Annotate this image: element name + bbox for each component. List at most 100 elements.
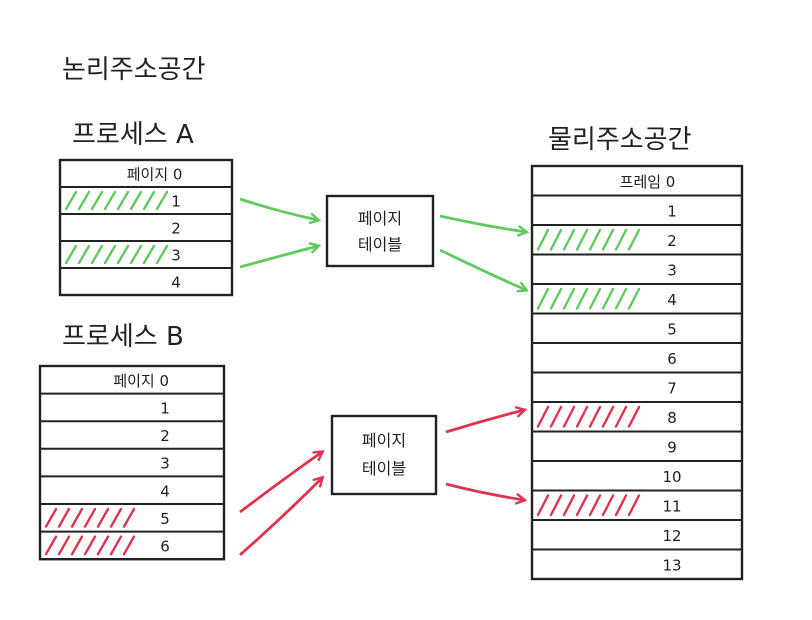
physical-row-label: 13 bbox=[662, 557, 681, 575]
process-b-hatch-stroke bbox=[96, 535, 110, 556]
page-table-a-line2: 테이블 bbox=[358, 235, 402, 254]
process-b-border bbox=[38, 364, 226, 561]
physical-row-label: 5 bbox=[667, 321, 677, 339]
physical-row-label: 2 bbox=[667, 232, 677, 250]
physical-hatch-stroke bbox=[575, 494, 589, 517]
physical-hatch-stroke bbox=[575, 287, 589, 310]
process-b-hatch-stroke bbox=[57, 507, 71, 528]
page-table-b-line2: 테이블 bbox=[362, 459, 406, 478]
physical-row-label: 8 bbox=[667, 409, 677, 427]
physical-hatch-stroke bbox=[536, 228, 550, 251]
physical-hatch-stroke bbox=[549, 228, 563, 251]
process-b-hatch-stroke bbox=[44, 507, 58, 528]
physical-hatch-stroke bbox=[614, 494, 628, 517]
physical-hatch-stroke bbox=[536, 405, 550, 428]
physical-hatch-stroke bbox=[627, 494, 641, 517]
process-a-hatch-stroke bbox=[90, 244, 104, 265]
page-table-b-line1: 페이지 bbox=[362, 431, 406, 450]
arrows-green bbox=[239, 197, 526, 290]
process-a-hatch-stroke bbox=[116, 244, 130, 265]
physical-hatch-stroke bbox=[562, 228, 576, 251]
process-a-hatch-stroke bbox=[77, 244, 91, 265]
process-a-hatch-stroke bbox=[155, 190, 169, 211]
process-b-hatch-stroke bbox=[109, 535, 123, 556]
process-b-hatch-stroke bbox=[96, 507, 110, 528]
process-b-row-label: 5 bbox=[160, 510, 170, 528]
physical-hatch-stroke bbox=[614, 228, 628, 251]
arrow-table-b-to-frame11 bbox=[445, 482, 524, 500]
process-a-hatch-stroke bbox=[155, 244, 169, 265]
physical-hatch-stroke bbox=[601, 494, 615, 517]
process-b-row-label: 페이지 0 bbox=[113, 372, 169, 390]
physical-hatch-stroke bbox=[601, 405, 615, 428]
physical-hatch-stroke bbox=[575, 405, 589, 428]
physical-hatch-stroke bbox=[549, 494, 563, 517]
process-b-hatch-stroke bbox=[109, 507, 123, 528]
process-b-hatch-stroke bbox=[44, 535, 58, 556]
process-a-row-label: 2 bbox=[171, 219, 181, 237]
logical-address-space-title: 논리주소공간 bbox=[62, 55, 206, 85]
physical-hatch-stroke bbox=[562, 494, 576, 517]
process-b-hatch-stroke bbox=[83, 507, 97, 528]
physical-hatch-stroke bbox=[549, 287, 563, 310]
process-b-hatch-stroke bbox=[122, 507, 136, 528]
process-a-hatch-stroke bbox=[64, 244, 78, 265]
process-b-hatch-stroke bbox=[70, 535, 84, 556]
arrow-table-a-to-frame2 bbox=[439, 214, 526, 232]
physical-hatch-stroke bbox=[627, 405, 641, 428]
process-b-hatch-stroke bbox=[57, 535, 71, 556]
physical-hatch-stroke bbox=[575, 228, 589, 251]
arrow-table-a-to-frame4 bbox=[439, 248, 526, 290]
physical-hatch-stroke bbox=[627, 287, 641, 310]
physical-row-label: 12 bbox=[662, 527, 681, 545]
page-table-a-line1: 페이지 bbox=[358, 209, 402, 228]
arrow-b-page5-to-table bbox=[239, 452, 322, 514]
physical-hatch-stroke bbox=[588, 405, 602, 428]
process-b-row-label: 6 bbox=[160, 537, 170, 555]
process-a-hatch-stroke bbox=[116, 190, 130, 211]
page-table-box-b-border bbox=[330, 414, 438, 496]
process-a-hatch-stroke bbox=[77, 190, 91, 211]
process-b-row-label: 2 bbox=[160, 427, 170, 445]
process-a-row-label: 1 bbox=[171, 192, 181, 210]
process-a-hatch-stroke bbox=[64, 190, 78, 211]
physical-hatch-stroke bbox=[536, 494, 550, 517]
process-b-title: 프로세스 B bbox=[62, 322, 184, 352]
physical-row-label: 6 bbox=[667, 350, 677, 368]
process-b-row-label: 1 bbox=[160, 399, 170, 417]
process-a-row-label: 페이지 0 bbox=[127, 165, 183, 183]
process-b-hatch-stroke bbox=[70, 507, 84, 528]
process-a-hatch-stroke bbox=[90, 190, 104, 211]
physical-hatch-stroke bbox=[536, 287, 550, 310]
physical-hatch-stroke bbox=[549, 405, 563, 428]
physical-hatch-stroke bbox=[614, 405, 628, 428]
physical-hatch-stroke bbox=[562, 405, 576, 428]
process-a-hatch-stroke bbox=[129, 190, 143, 211]
physical-hatch-stroke bbox=[614, 287, 628, 310]
arrow-a-page1-to-table bbox=[239, 197, 318, 220]
arrow-a-page3-to-table bbox=[239, 246, 318, 269]
physical-hatch-stroke bbox=[601, 287, 615, 310]
arrows-red bbox=[239, 410, 524, 557]
arrow-b-page6-to-table bbox=[239, 478, 322, 557]
process-a-row-label: 4 bbox=[171, 273, 181, 291]
physical-hatch-stroke bbox=[627, 228, 641, 251]
physical-hatch-stroke bbox=[588, 287, 602, 310]
page-table-box-b: 페이지 테이블 bbox=[330, 414, 438, 496]
process-b-hatch-stroke bbox=[83, 535, 97, 556]
process-a-hatch-stroke bbox=[103, 190, 117, 211]
physical-row-label: 11 bbox=[662, 498, 681, 516]
physical-row-label: 프레임 0 bbox=[620, 173, 676, 191]
process-a-hatch-stroke bbox=[129, 244, 143, 265]
physical-hatch-stroke bbox=[588, 494, 602, 517]
process-a-title: 프로세스 A bbox=[72, 120, 194, 150]
physical-row-label: 1 bbox=[667, 203, 677, 221]
physical-row-label: 4 bbox=[667, 291, 677, 309]
process-a-hatch-stroke bbox=[142, 190, 156, 211]
physical-hatch-stroke bbox=[562, 287, 576, 310]
physical-row-label: 7 bbox=[667, 380, 677, 398]
process-a-hatch-stroke bbox=[103, 244, 117, 265]
